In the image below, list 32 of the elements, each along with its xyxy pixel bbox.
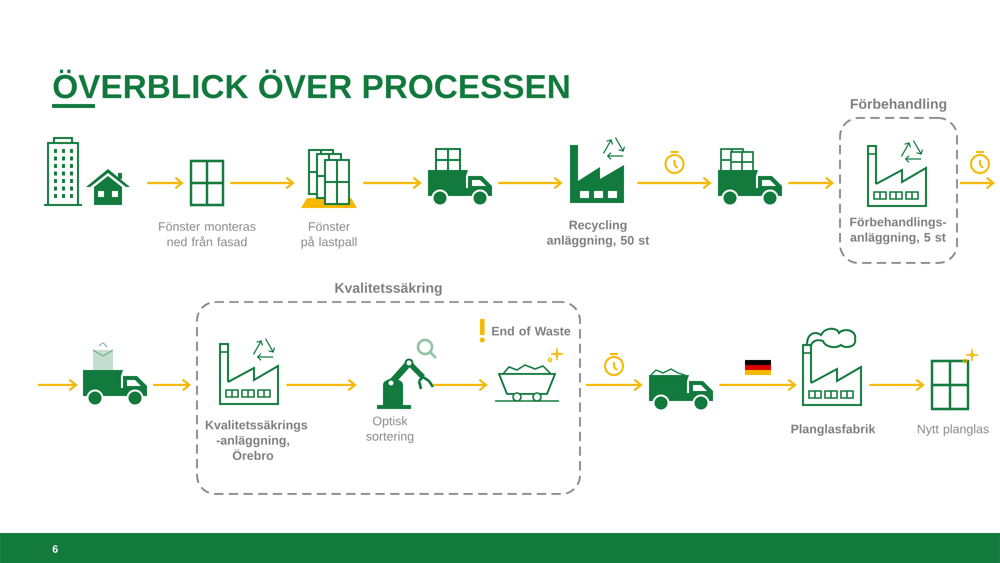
step-caption: Förbehandlings-anläggning, 5 st bbox=[850, 217, 946, 244]
step-caption: Kvalitetssäkrings -anläggning, Örebro bbox=[206, 420, 308, 460]
arrow bbox=[586, 378, 643, 392]
arrow bbox=[788, 176, 834, 190]
step-caption: Nytt planglas bbox=[918, 424, 989, 436]
arrow bbox=[147, 176, 184, 190]
arrow bbox=[433, 378, 488, 392]
arrow bbox=[363, 176, 422, 190]
page-number: 6 bbox=[52, 545, 58, 553]
truck-drawing bbox=[428, 148, 492, 206]
arrow bbox=[960, 176, 995, 190]
step-caption: Fönster monteras ned från fasad bbox=[159, 222, 256, 246]
step-caption: Optisk sortering bbox=[366, 416, 414, 444]
arrow bbox=[153, 378, 192, 392]
arrow bbox=[869, 378, 925, 392]
step-caption: End of Waste bbox=[492, 326, 570, 336]
truck-drawing bbox=[649, 368, 713, 412]
group-heading: Förbehandling bbox=[850, 98, 946, 112]
step-caption: Recycling anläggning, 50 st bbox=[547, 220, 650, 248]
arrow bbox=[719, 378, 797, 392]
title: ÖVERBLICK ÖVER PROCESSEN bbox=[54, 70, 569, 98]
arrow bbox=[637, 176, 712, 190]
truck-drawing bbox=[718, 148, 782, 206]
arrow bbox=[230, 176, 295, 190]
buildings-drawing bbox=[43, 137, 130, 206]
step-caption: Fönster på lastpall bbox=[302, 222, 356, 249]
step-caption: Planglasfabrik bbox=[791, 424, 876, 436]
truck-drawing bbox=[83, 342, 147, 406]
arrow bbox=[498, 176, 563, 190]
group-heading: Kvalitetssäkring bbox=[335, 282, 442, 296]
arrow bbox=[286, 378, 357, 392]
arrow bbox=[38, 378, 78, 392]
